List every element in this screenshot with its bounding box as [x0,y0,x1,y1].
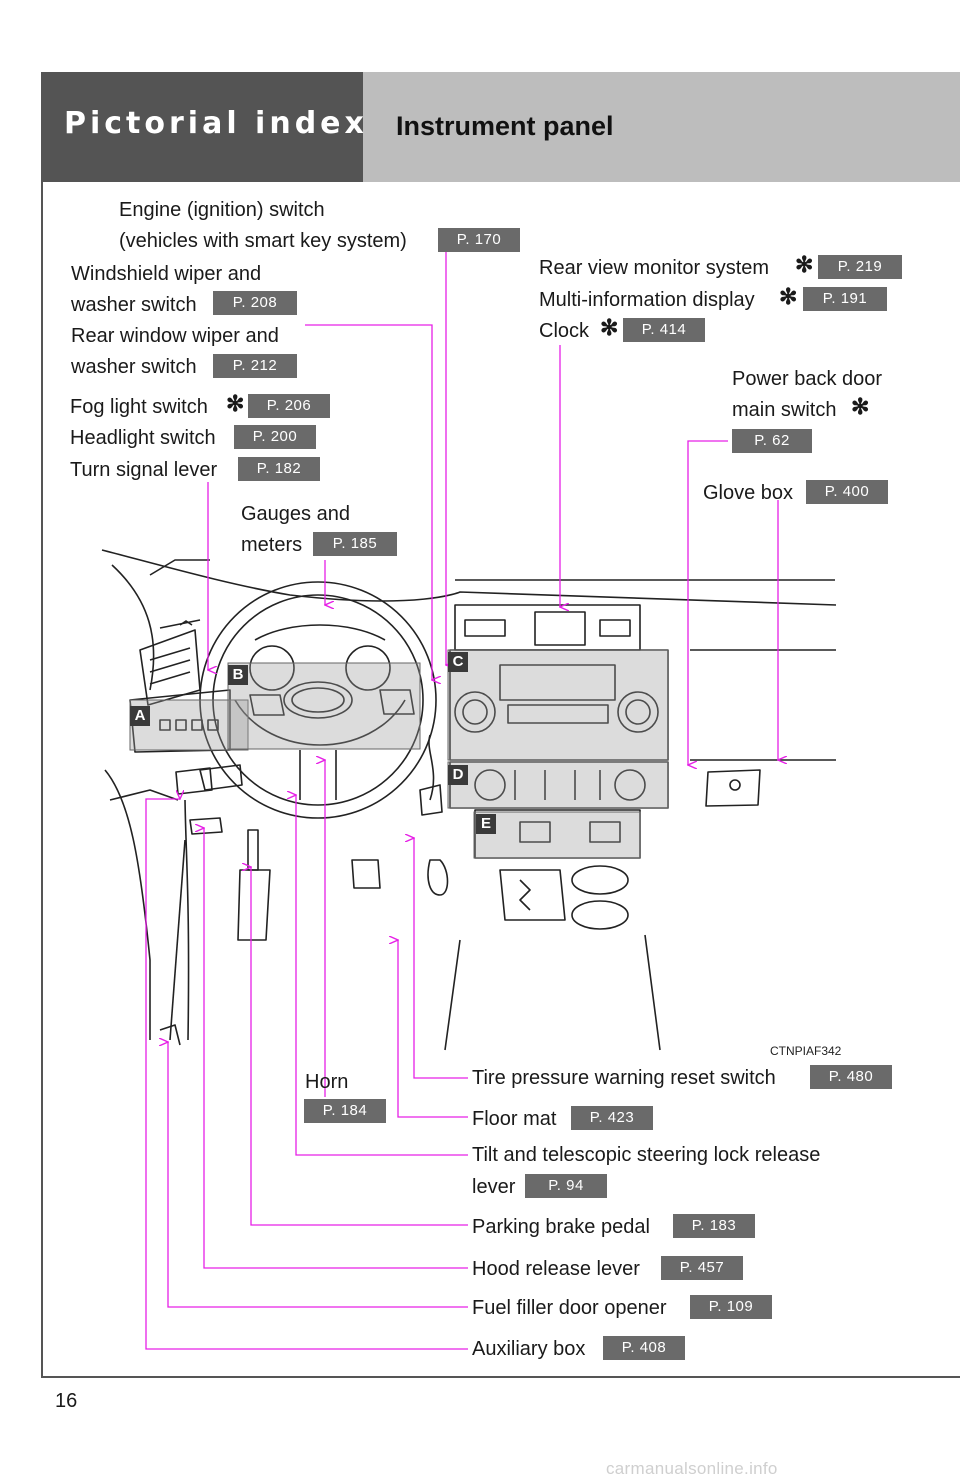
power-back-door-label-2: main switch [732,399,837,421]
auxiliary-box-label: Auxiliary box [472,1338,586,1360]
gauges-label-2: meters [241,534,303,556]
fog-light-asterisk: ✻ [226,391,245,416]
tilt-steering-label: Tilt and telescopic steering lock releas… [472,1144,821,1166]
page-title: Instrument panel [396,111,614,141]
figure-code: CTNPIAF342 [770,1044,842,1058]
engine-switch-ref[interactable]: P. 170 [438,228,520,252]
multi-info-asterisk: ✻ [779,284,798,309]
hood-release-label: Hood release lever [472,1258,640,1280]
clock-asterisk: ✻ [600,315,619,340]
gauges-ref[interactable]: P. 185 [313,532,397,556]
watermark: carmanualsonline.info [606,1459,778,1478]
dashboard-drawing [101,549,837,1051]
area-tag-c: C [448,652,468,672]
headlight-label: Headlight switch [70,427,216,449]
title-bar [363,72,960,182]
horn-label: Horn [305,1071,349,1093]
parking-brake-ref[interactable]: P. 183 [673,1214,755,1238]
floor-mat-ref[interactable]: P. 423 [571,1106,653,1130]
hood-release-ref[interactable]: P. 457 [661,1256,743,1280]
tire-pressure-ref[interactable]: P. 480 [810,1065,892,1089]
fuel-filler-label: Fuel filler door opener [472,1297,667,1319]
rear-view-monitor-label: Rear view monitor system [539,257,770,279]
rear-view-monitor-ref[interactable]: P. 219 [818,255,902,279]
engine-switch-label: Engine (ignition) switch [119,199,325,221]
section-tab [41,72,363,182]
page-number: 16 [55,1390,78,1412]
rear-wiper-label: Rear window wiper and [71,325,279,347]
horn-ref[interactable]: P. 184 [304,1099,386,1123]
multi-info-ref[interactable]: P. 191 [803,287,887,311]
clock-ref[interactable]: P. 414 [623,318,705,342]
area-tag-b: B [228,665,248,685]
area-tag-a: A [130,706,150,726]
area-highlights [129,649,669,859]
parking-brake-label: Parking brake pedal [472,1216,650,1238]
windshield-wiper-label-2: washer switch [71,294,197,316]
power-back-door-ref[interactable]: P. 62 [732,429,812,453]
area-tag-e: E [476,814,496,834]
auxiliary-box-ref[interactable]: P. 408 [603,1336,685,1360]
rear-view-asterisk: ✻ [795,252,814,277]
fog-light-label: Fog light switch [70,396,208,418]
tilt-steering-label-2: lever [472,1176,516,1198]
power-back-door-label: Power back door [732,368,883,390]
gauges-label: Gauges and [241,503,350,525]
area-tag-d: D [448,765,468,785]
rear-wiper-ref[interactable]: P. 212 [213,354,297,378]
glove-box-ref[interactable]: P. 400 [806,480,888,504]
clock-label: Clock [539,320,590,342]
fog-light-ref[interactable]: P. 206 [248,394,330,418]
section-title: Pictorial index [64,106,368,141]
fuel-filler-ref[interactable]: P. 109 [690,1295,772,1319]
windshield-wiper-ref[interactable]: P. 208 [213,291,297,315]
tire-pressure-label: Tire pressure warning reset switch [472,1067,776,1089]
glove-box-label: Glove box [703,482,794,504]
turn-signal-ref[interactable]: P. 182 [238,457,320,481]
rear-wiper-label-2: washer switch [71,356,197,378]
headlight-ref[interactable]: P. 200 [234,425,316,449]
turn-signal-label: Turn signal lever [70,459,218,481]
floor-mat-label: Floor mat [472,1108,557,1130]
tilt-steering-ref[interactable]: P. 94 [525,1174,607,1198]
power-back-door-asterisk: ✻ [851,394,870,419]
windshield-wiper-label: Windshield wiper and [71,263,262,285]
leader-lines [145,252,778,1350]
engine-switch-label-2: (vehicles with smart key system) [119,230,407,252]
multi-info-label: Multi-information display [539,289,755,311]
